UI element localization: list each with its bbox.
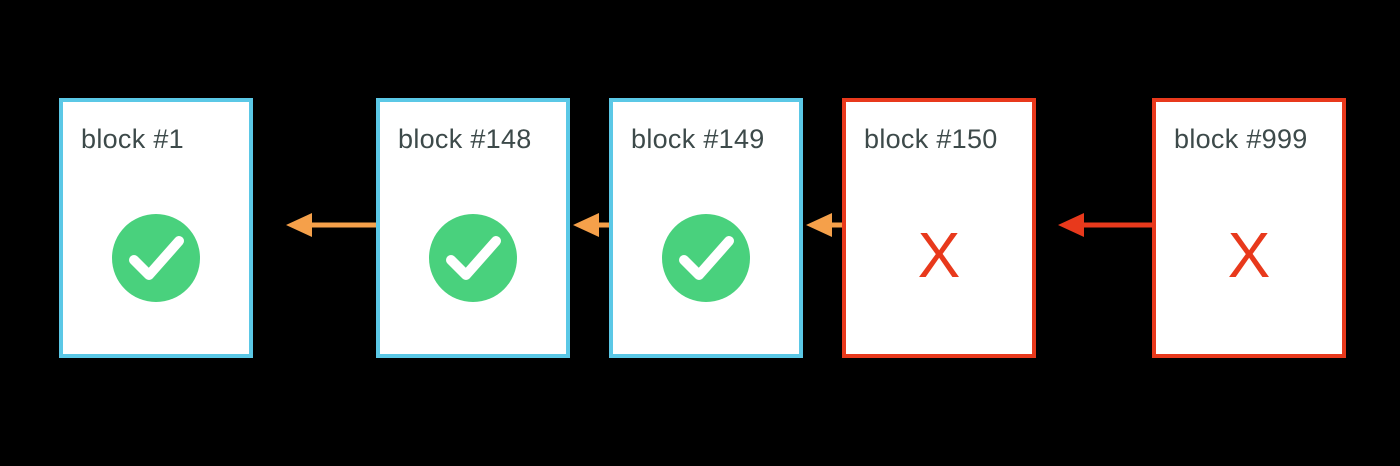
block-label: block #149 <box>631 124 765 154</box>
block-149: block #149 <box>609 98 803 358</box>
x-mark-icon: X <box>1227 219 1271 291</box>
block-label: block #1 <box>81 124 184 154</box>
block-1: block #1 <box>59 98 253 358</box>
x-mark-icon: X <box>917 219 961 291</box>
arrow-150-to-149 <box>806 211 844 239</box>
block-label: block #150 <box>864 124 998 154</box>
block-150: block #150 X <box>842 98 1036 358</box>
arrow-999-to-150 <box>1058 211 1154 239</box>
check-circle-icon <box>429 214 517 302</box>
block-148: block #148 <box>376 98 570 358</box>
block-999: block #999 X <box>1152 98 1346 358</box>
block-label: block #999 <box>1174 124 1308 154</box>
arrow-148-to-1 <box>286 211 378 239</box>
check-circle-icon <box>112 214 200 302</box>
arrow-149-to-148 <box>573 211 611 239</box>
block-label: block #148 <box>398 124 532 154</box>
check-circle-icon <box>662 214 750 302</box>
